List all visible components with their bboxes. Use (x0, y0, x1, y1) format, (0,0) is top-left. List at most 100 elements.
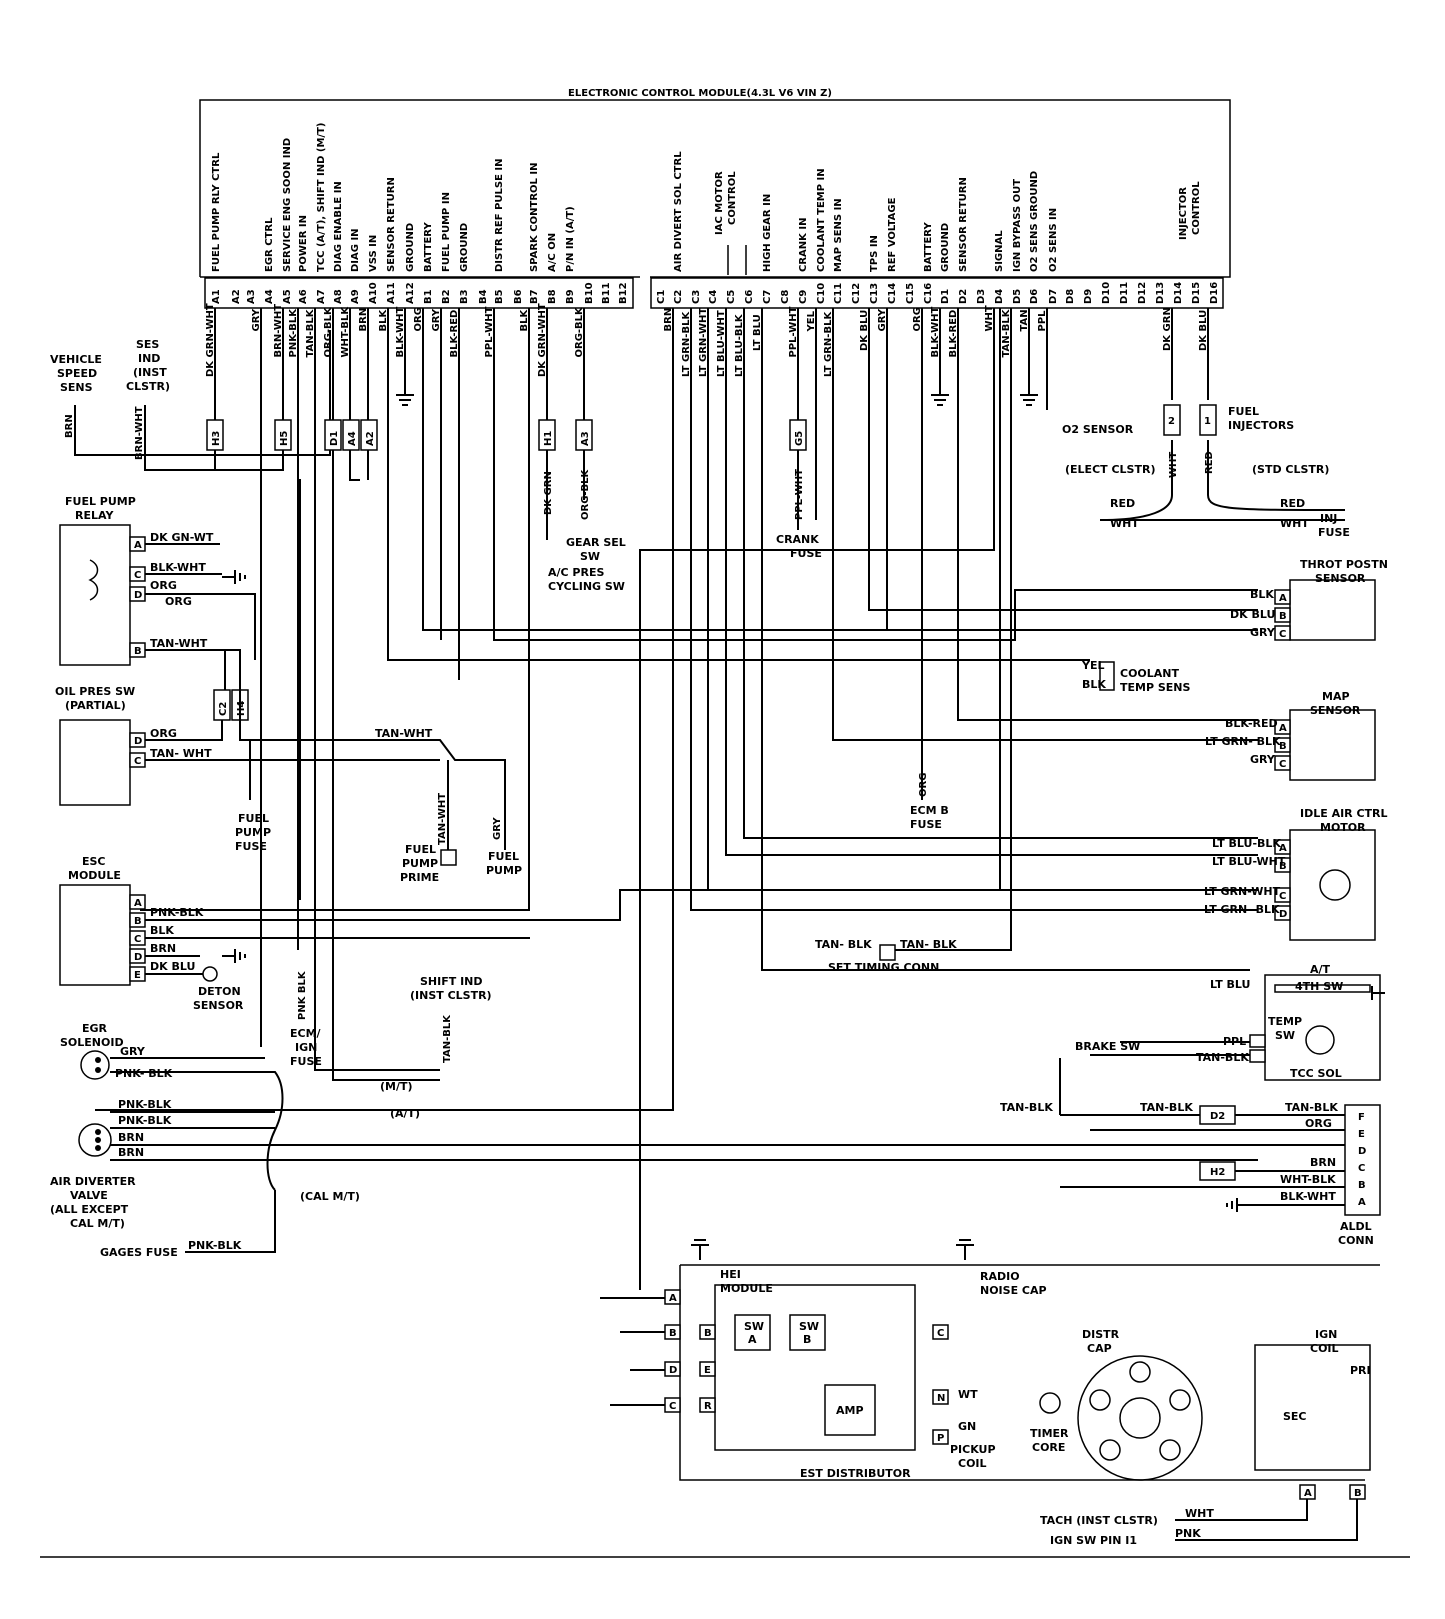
fuel-pump-prime-1: FUEL (405, 843, 436, 856)
ecm-ign-fuse-3: FUSE (290, 1055, 322, 1068)
ground-symbol-icon (222, 380, 1385, 1260)
tach-wire: WHT (1185, 1507, 1214, 1520)
svg-text:D: D (134, 736, 142, 747)
vss-label-2: SPEED (57, 367, 97, 380)
svg-text:A: A (1279, 843, 1287, 854)
ecm-function-c13: TPS IN (869, 235, 880, 272)
wire-orgblk-vert: ORG-BLK (580, 468, 591, 520)
throttle-position-sensor: A B C (1274, 579, 1376, 641)
aldl-wire-brn: BRN (1310, 1156, 1336, 1169)
inj-fuse-1: INJ (1320, 512, 1337, 525)
ecm-pin-d2: D2 (958, 289, 969, 304)
ecm-pin-a6: A6 (298, 289, 309, 304)
temp-sw-2: SW (1275, 1029, 1295, 1042)
wire-color-label: BLK-WHT (395, 307, 406, 358)
adv-wire-brn-2: BRN (118, 1146, 144, 1159)
cts-label-1: COOLANT (1120, 667, 1180, 680)
ecm-pin-b6: B6 (513, 289, 524, 304)
ecm-pin-d9: D9 (1083, 289, 1094, 304)
egr-label-1: EGR (82, 1022, 108, 1035)
ecm-pin-c16: C16 (923, 283, 934, 304)
fuel-pump-1: FUEL (488, 850, 519, 863)
svg-text:C: C (1358, 1163, 1365, 1174)
ecm-pin-a11: A11 (386, 282, 397, 304)
injector-group-label-1: INJECTOR (1178, 187, 1189, 240)
ecm-function-b8: A/C ON (547, 233, 558, 272)
svg-text:A2: A2 (365, 431, 376, 446)
radio-cap-2: NOISE CAP (980, 1284, 1047, 1297)
fuel-pump-fuse-3: FUSE (235, 840, 267, 853)
iac-wire-1: LT BLU-BLK (1212, 837, 1281, 850)
ecm-ign-fuse-2: IGN (295, 1041, 317, 1054)
wire-tanwht-vert: TAN-WHT (437, 793, 448, 845)
wire-tanwht: TAN-WHT (150, 637, 208, 650)
esc-module: A B C D E (59, 308, 1001, 986)
inline-connectors: H3 H5 D1 A4 A2 H1 A3 G5 C2 H4 2 1 (206, 404, 1217, 721)
svg-text:C: C (937, 1328, 944, 1339)
air-diverter-valve (78, 1111, 1258, 1253)
wire-pplwht-vert: PPL-WHT (794, 469, 805, 520)
ecm-pin-d5: D5 (1012, 289, 1023, 304)
ecm-function-d5: IGN BYPASS OUT (1012, 179, 1023, 272)
wire-color-label: BLK (378, 309, 389, 332)
wire-color-label: BLK-WHT (930, 307, 941, 358)
wire-color-label: PNK-BLK (288, 308, 299, 358)
ecm-pin-c8: C8 (780, 290, 791, 304)
sw-b-1: SW (799, 1320, 819, 1333)
ecm-function-c10: COOLANT TEMP IN (816, 168, 827, 272)
brake-sw-label: BRAKE SW (1075, 1040, 1140, 1053)
svg-text:A: A (1279, 593, 1287, 604)
ecm-function-a4: EGR CTRL (264, 217, 275, 272)
ecm-function-b3: GROUND (459, 223, 470, 272)
svg-text:B: B (134, 916, 142, 927)
ecm-pin-d11: D11 (1119, 282, 1130, 304)
shift-ind-label-1: SHIFT IND (420, 975, 483, 988)
svg-text:P: P (937, 1433, 944, 1444)
svg-text:B: B (1279, 861, 1287, 872)
svg-text:D: D (1358, 1146, 1366, 1157)
ecm-function-c11: MAP SENS IN (833, 198, 844, 272)
pickup-wt: WT (958, 1388, 978, 1401)
connector-d2: D2 (1210, 1111, 1225, 1122)
adv-wire-brn-1: BRN (118, 1131, 144, 1144)
adv-label-2: VALVE (70, 1189, 108, 1202)
iac-label-1: IDLE AIR CTRL (1300, 807, 1388, 820)
fuel-pump-fuse-2: PUMP (235, 826, 271, 839)
egr-wire-pnkblk: PNK- BLK (115, 1067, 173, 1080)
svg-text:A: A (134, 540, 142, 551)
fuel-pump-relay: A C D B (59, 524, 256, 720)
wire-color-label: BLK-RED (449, 310, 460, 358)
inj-red-2: RED (1280, 497, 1305, 510)
aldl-wire-whtblk: WHT-BLK (1280, 1173, 1336, 1186)
svg-text:B: B (1279, 611, 1287, 622)
ops-wire-org: ORG (150, 727, 177, 740)
ac-pres-1: A/C PRES (548, 566, 604, 579)
wire-color-label: DK BLU (859, 310, 870, 351)
svg-text:B: B (1354, 1488, 1362, 1499)
svg-text:A: A (669, 1293, 677, 1304)
wire-color-label: LT BLU-WHT (716, 310, 727, 377)
aldl-label-2: CONN (1338, 1234, 1374, 1247)
ecm-pin-c13: C13 (869, 283, 880, 304)
ecm-function-d7: O2 SENS IN (1048, 208, 1059, 272)
hei-label-2: MODULE (720, 1282, 773, 1295)
ecm-block: ELECTRONIC CONTROL MODULE(4.3L V6 VIN Z)… (199, 88, 1231, 309)
deton-label-2: SENSOR (193, 999, 244, 1012)
coil-pri: PRI (1350, 1364, 1371, 1377)
wire-color-label: BRN-WHT (273, 304, 284, 358)
svg-text:F: F (1358, 1112, 1365, 1123)
ecm-b-fuse-2: FUSE (910, 818, 942, 831)
svg-text:B: B (1358, 1180, 1366, 1191)
svg-text:A: A (1358, 1197, 1366, 1208)
connector-h2: H2 (1210, 1167, 1225, 1178)
iac-wire-2: LT BLU-WHT (1212, 855, 1286, 868)
ign-coil-1: IGN (1315, 1328, 1337, 1341)
ses-wire: BRN-WHT (134, 406, 145, 460)
aldl-wire-tanblk-1: TAN-BLK (1000, 1101, 1053, 1114)
ecm-pin-a12: A12 (405, 282, 416, 304)
svg-text:D1: D1 (329, 431, 340, 446)
svg-text:H4: H4 (236, 701, 247, 716)
ecm-title: ELECTRONIC CONTROL MODULE(4.3L V6 VIN Z) (568, 88, 832, 99)
